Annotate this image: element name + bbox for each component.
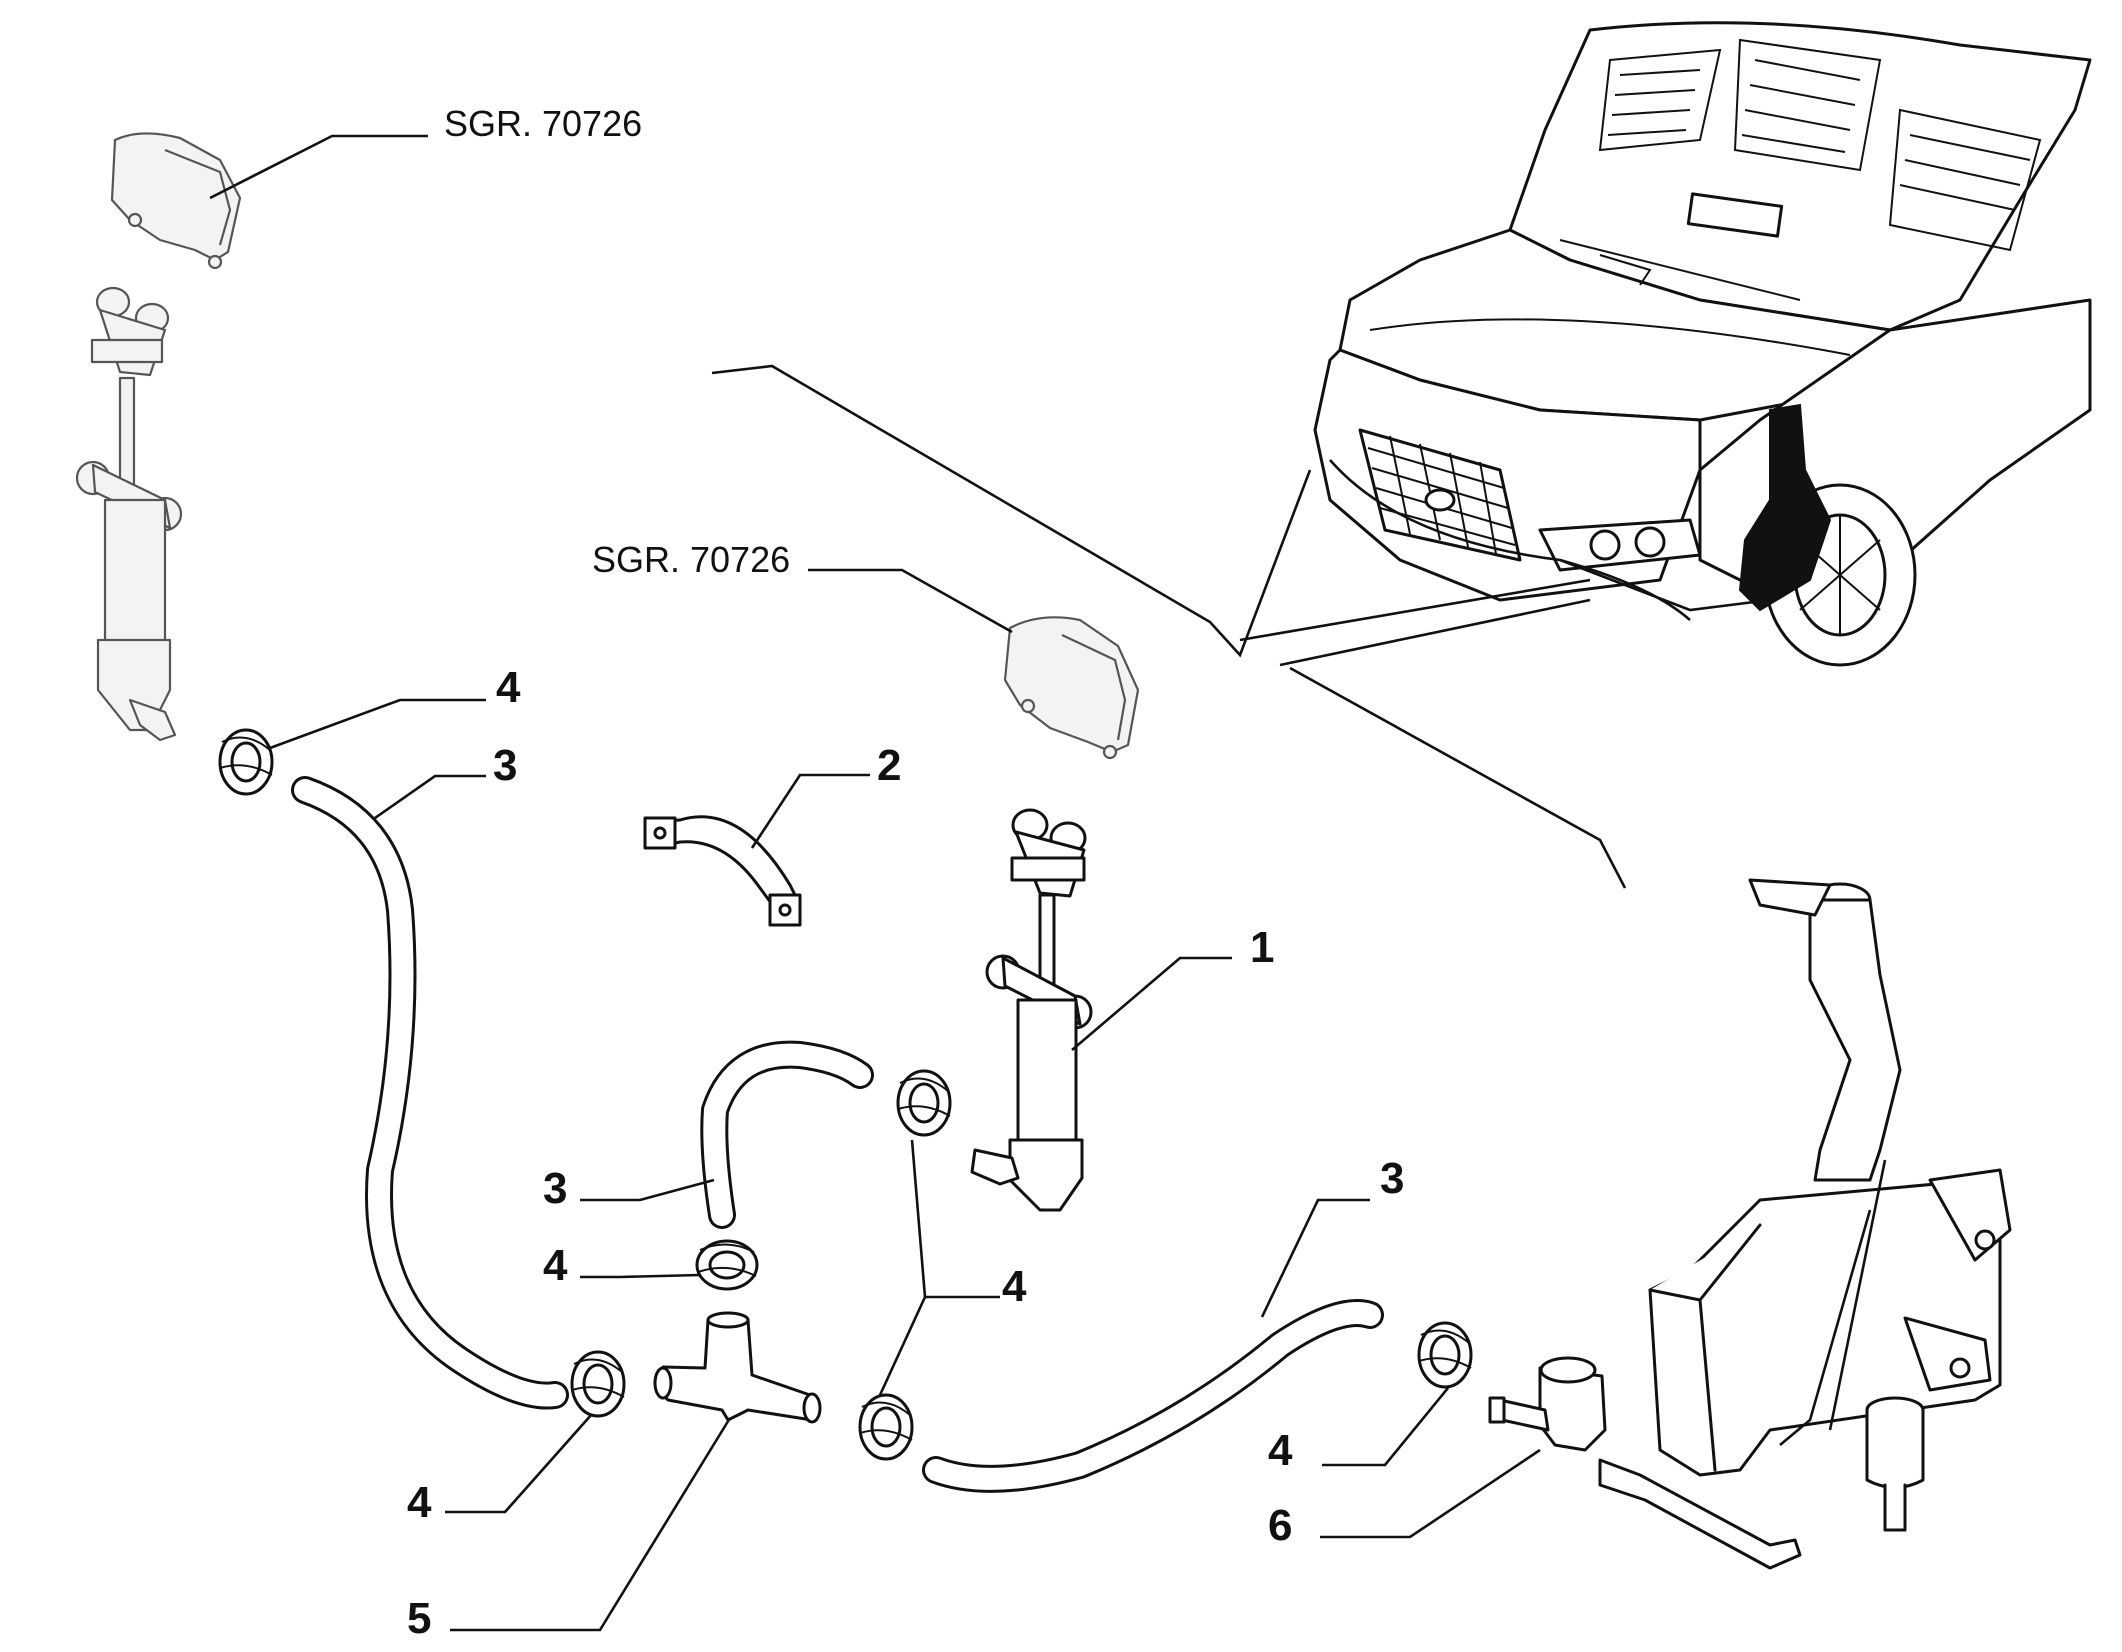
callout-4-right: 4	[1002, 1262, 1027, 1311]
callout-4-low-right: 4	[1268, 1426, 1293, 1475]
car-leader-line	[711, 364, 1312, 658]
car-grille	[1358, 428, 1522, 562]
sgr-mid-leader	[808, 568, 1013, 634]
part-4-clamp	[1417, 1321, 1473, 1389]
callout-2: 2	[877, 741, 901, 790]
part-5-t-connector	[653, 1311, 822, 1424]
part-4-clamp	[695, 1239, 759, 1291]
callout-1: 1	[1250, 923, 1274, 972]
part-1-washer-jet	[970, 808, 1093, 1212]
callout-3-right-leader	[1260, 1198, 1370, 1318]
callout-4-mid: 4	[543, 1241, 568, 1290]
car-leader-line	[1279, 598, 1591, 667]
callout-2-leader	[750, 773, 870, 849]
callout-6: 6	[1268, 1501, 1292, 1550]
callout-3-mid-leader	[580, 1178, 715, 1202]
part-4-clamp	[896, 1069, 952, 1137]
callout-3-mid: 3	[543, 1164, 567, 1213]
part-2-bracket	[643, 815, 802, 927]
washer-jet-left	[75, 286, 183, 742]
tank-location-highlight	[1738, 403, 1832, 612]
callout-3-left-leader	[374, 774, 486, 820]
car-perspective-view	[1313, 21, 2092, 667]
callout-4-right-leader	[878, 1139, 1000, 1396]
part-6-washer-pump	[1488, 1356, 1607, 1452]
callout-3-right: 3	[1380, 1154, 1404, 1203]
callout-4-top-leader	[269, 698, 486, 750]
car-leader-line	[1289, 666, 1627, 889]
callout-4-low-right-leader	[1322, 1387, 1450, 1467]
callout-4-low-left-leader	[445, 1413, 593, 1514]
part-3-hose-mid	[700, 1040, 874, 1229]
callout-4-mid-leader	[580, 1273, 701, 1279]
washer-fluid-reservoir	[1598, 878, 2012, 1570]
car-leader-line	[1239, 578, 1591, 642]
callout-3-left: 3	[493, 741, 517, 790]
part-3-hose-right	[922, 1299, 1384, 1493]
sgr-top-leader	[209, 134, 428, 200]
callout-6-leader	[1320, 1448, 1541, 1539]
callout-4-top: 4	[496, 663, 521, 712]
callout-1-leader	[1071, 956, 1232, 1051]
part-4-clamp	[218, 728, 274, 796]
car-interior	[1598, 38, 2042, 252]
callout-4-low-left: 4	[407, 1478, 432, 1527]
callout-5: 5	[407, 1594, 431, 1643]
headlamp-cover-top	[110, 132, 242, 270]
sgr-top-label: SGR. 70726	[444, 103, 642, 144]
headlamp-cover-mid	[1003, 616, 1140, 760]
part-3-hose-left	[291, 776, 569, 1410]
callout-5-leader	[450, 1417, 732, 1632]
sgr-mid-label: SGR. 70726	[592, 539, 790, 580]
part-4-clamp	[858, 1393, 914, 1461]
part-4-clamp	[570, 1350, 626, 1418]
